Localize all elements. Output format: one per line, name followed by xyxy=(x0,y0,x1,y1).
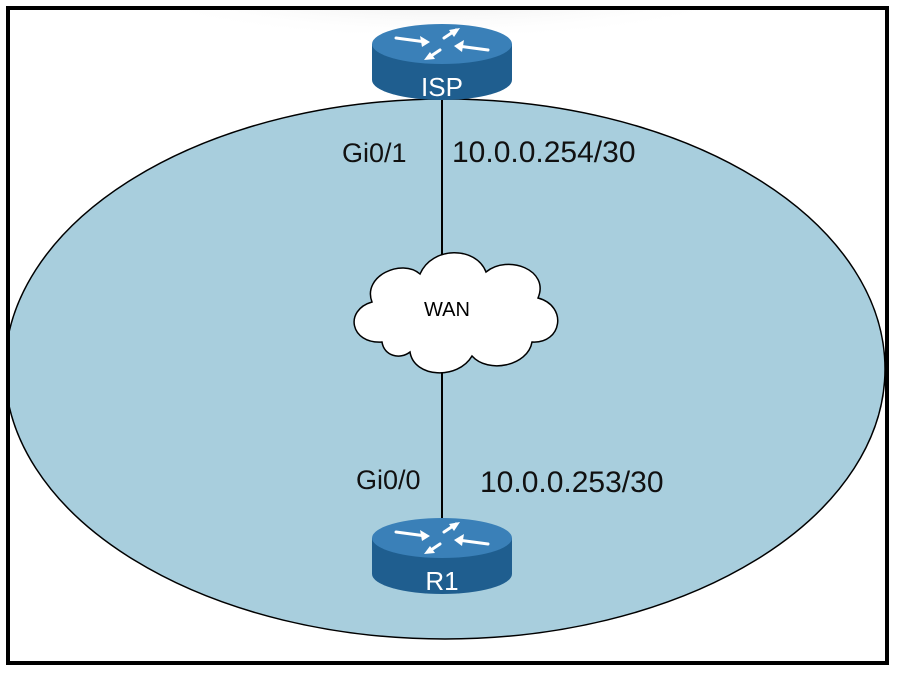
wan-cloud-icon[interactable]: WAN xyxy=(353,252,559,374)
wan-label: WAN xyxy=(424,299,470,321)
r1-router[interactable]: R1 xyxy=(372,518,512,596)
isp-router-label: ISP xyxy=(421,72,463,102)
r1-ip-label: 10.0.0.253/30 xyxy=(480,466,664,499)
network-diagram: WAN ISP xyxy=(10,10,885,640)
diagram-frame: WAN ISP xyxy=(6,6,889,665)
router-icon xyxy=(372,24,512,100)
router-icon xyxy=(372,518,512,594)
isp-router[interactable]: ISP xyxy=(372,24,512,102)
isp-interface-label: Gi0/1 xyxy=(342,138,407,168)
r1-router-label: R1 xyxy=(425,566,458,596)
isp-ip-label: 10.0.0.254/30 xyxy=(452,136,636,169)
r1-interface-label: Gi0/0 xyxy=(356,465,421,495)
